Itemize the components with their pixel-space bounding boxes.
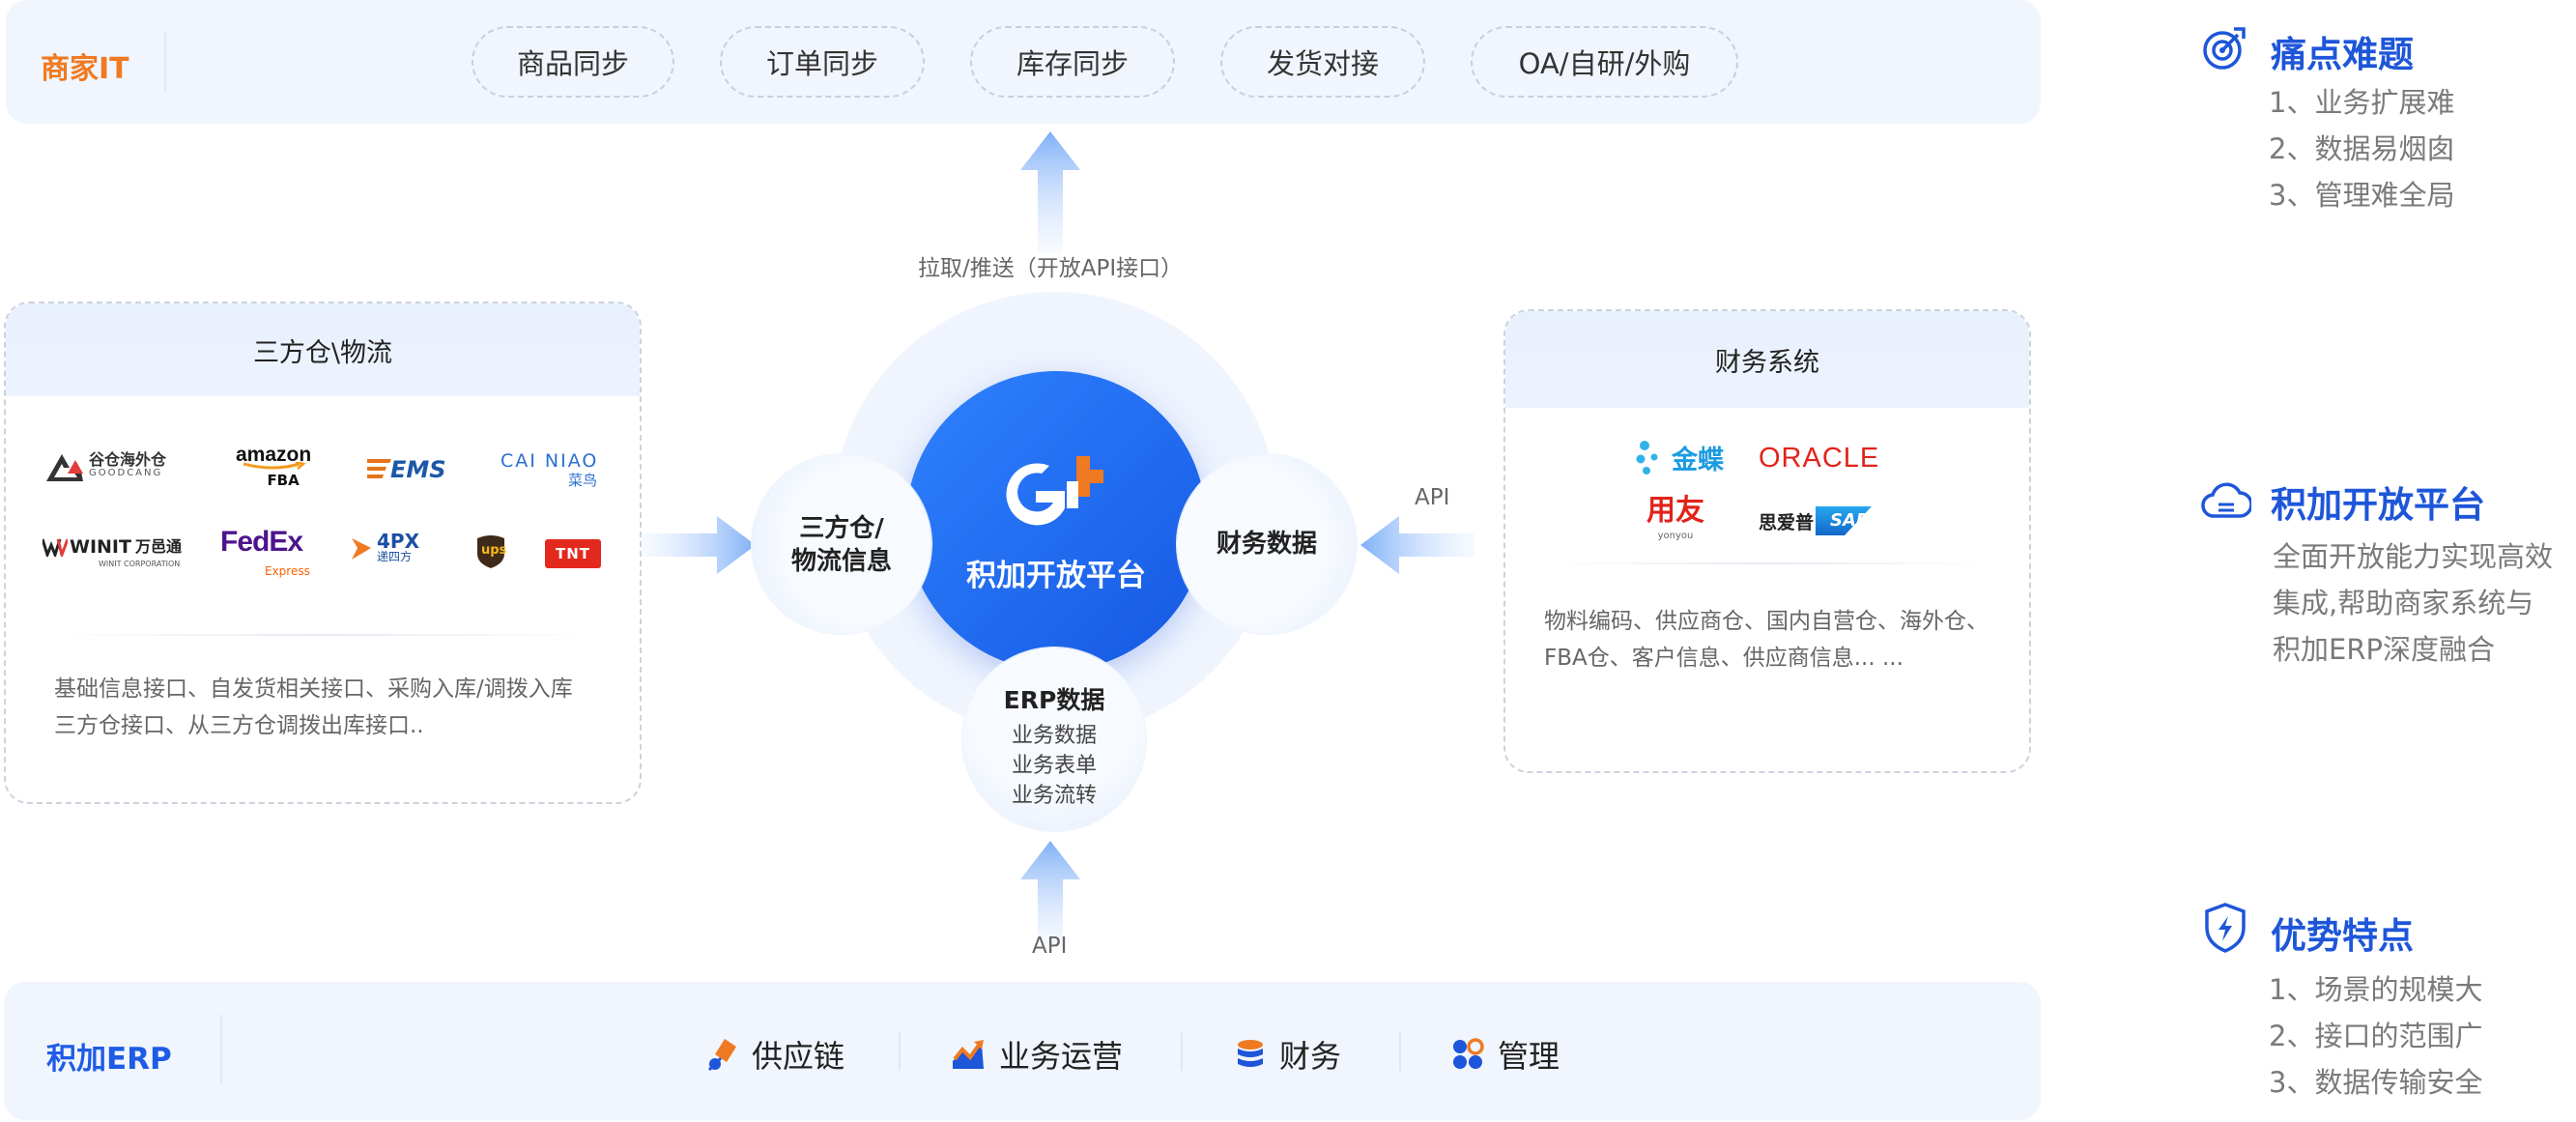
sap-logo: 思爱普 SAP: [1759, 506, 1873, 535]
merchant-it-title: 商家IT: [41, 52, 129, 86]
jijia-erp-bar: [4, 982, 2041, 1120]
supply-chain-icon: [707, 1039, 736, 1072]
pill-product-sync[interactable]: 商品同步: [472, 26, 674, 98]
finance-node-label: 财务数据: [1216, 530, 1317, 559]
jijia-logo-icon: [1006, 456, 1103, 526]
winit-mark-icon: [43, 538, 68, 557]
pill-inventory-sync[interactable]: 库存同步: [970, 26, 1175, 98]
trend-chart-icon: [953, 1040, 984, 1069]
amazon-smile-icon: [243, 462, 306, 470]
3pl-logistics-node: [752, 454, 931, 634]
cainiao-logo: CAI NIAO 菜鸟: [501, 450, 599, 490]
side-title-pain-points: 痛点难题: [2271, 34, 2414, 75]
apps-grid-icon: [1453, 1038, 1484, 1069]
fedex-logo: FedEx Express: [220, 526, 310, 579]
ems-stripes-icon: [362, 459, 391, 478]
4px-mark-icon: [352, 538, 371, 560]
erp-title: 积加ERP: [46, 1042, 172, 1077]
divider: [220, 1015, 222, 1084]
oracle-logo: ORACLE: [1759, 443, 1880, 474]
panel-title: 财务系统: [1505, 311, 2029, 408]
3pl-node-label: 三方仓/ 物流信息: [790, 514, 892, 576]
separator: [54, 634, 595, 636]
separator: [1550, 562, 1989, 564]
divider: [164, 31, 166, 93]
erp-data-node: [962, 647, 1146, 831]
cloud-icon: [2201, 482, 2251, 518]
erp-node-lines: 业务数据 业务表单 业务流转: [1011, 724, 1097, 808]
coins-stack-icon: [1238, 1040, 1263, 1067]
yonyou-logo: 用友 yonyou: [1646, 494, 1704, 542]
hub-title: 积加开放平台: [966, 559, 1146, 593]
tnt-logo: TNT: [545, 539, 601, 568]
ups-logo: ups: [475, 534, 506, 573]
finance-description: 物料编码、供应商仓、国内自营仓、海外仓、 FBA仓、客户信息、供应商信息... …: [1544, 609, 1989, 671]
pill-oa-custom-purchased[interactable]: OA/自研/外购: [1471, 26, 1738, 98]
kingdee-logo: 金蝶: [1635, 439, 1724, 476]
finance-system-panel: 财务系统: [1503, 309, 2031, 773]
bottom-arrow-label: API: [1032, 934, 1068, 959]
merchant-it-bar: [6, 0, 2041, 124]
divider: [1399, 1032, 1401, 1071]
3pl-logistics-panel: 三方仓\物流: [4, 302, 642, 804]
shield-bolt-icon: [2205, 903, 2246, 953]
kingdee-dots-icon: [1636, 440, 1658, 475]
arrow-up-icon: [1020, 841, 1080, 947]
sap-badge-icon: [1816, 506, 1873, 535]
target-icon: [2203, 27, 2246, 70]
right-arrow-label: API: [1415, 485, 1450, 510]
top-arrow-label: 拉取/推送（开放API接口）: [918, 256, 1184, 281]
ems-logo: EMS: [362, 456, 456, 487]
erp-item-business-operations[interactable]: 业务运营: [951, 1032, 1123, 1077]
erp-item-supply-chain[interactable]: 供应链: [705, 1032, 844, 1077]
pill-order-sync[interactable]: 订单同步: [720, 26, 925, 98]
erp-item-finance[interactable]: 财务: [1235, 1032, 1341, 1077]
open-platform-hub: [906, 371, 1206, 671]
panel-title: 三方仓\物流: [6, 303, 640, 396]
goodcang-logo: 谷仓海外仓 GOODCANG: [44, 450, 166, 483]
ups-shield-icon: [477, 535, 504, 568]
arrow-right-icon: [642, 516, 756, 574]
side-title-open-platform: 积加开放平台: [2271, 484, 2485, 526]
divider: [899, 1032, 901, 1071]
side-text-advantages: 1、场景的规模大 2、接口的范围广 3、数据传输安全: [2269, 973, 2483, 1099]
3pl-description: 基础信息接口、自发货相关接口、采购入库/调拨入库 三方仓接口、从三方仓调拨出库接…: [54, 676, 573, 738]
arrow-left-icon: [1360, 516, 1474, 574]
goodcang-mark-icon: [46, 454, 83, 481]
divider: [1181, 1032, 1183, 1071]
finance-data-node: [1177, 454, 1357, 634]
erp-item-management[interactable]: 管理: [1451, 1032, 1560, 1077]
4px-logo: 4PX 递四方: [348, 532, 419, 564]
side-text-pain-points: 1、业务扩展难 2、数据易烟囱 3、管理难全局: [2269, 86, 2455, 212]
erp-node-title: ERP数据: [1003, 686, 1105, 714]
arrow-up-icon: [1020, 131, 1080, 253]
winit-logo: WINIT 万邑通 WINIT CORPORATION: [43, 537, 182, 572]
side-text-open-platform: 全面开放能力实现高效 集成,帮助商家系统与 积加ERP深度融合: [2273, 540, 2554, 666]
amazon-fba-logo: amazon FBA: [236, 444, 312, 490]
pill-shipping-integration[interactable]: 发货对接: [1220, 26, 1425, 98]
side-title-advantages: 优势特点: [2271, 915, 2414, 957]
